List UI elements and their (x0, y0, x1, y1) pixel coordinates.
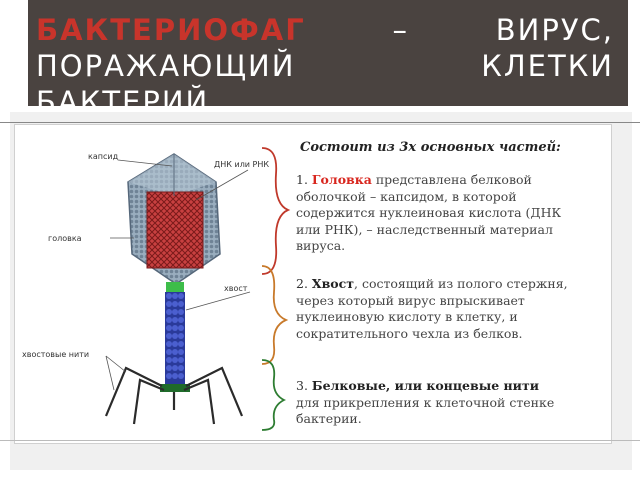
base-plate (160, 384, 190, 392)
capsid-head (128, 154, 220, 284)
part-2-number: 2. (296, 276, 308, 291)
brace-fibers (262, 360, 284, 430)
part-3-number: 3. (296, 378, 308, 393)
title-rest-line1: – ВИРУС, (306, 13, 614, 47)
label-capsid: капсид (88, 152, 118, 161)
part-2-term: Хвост (312, 276, 354, 291)
part-2-description: 2. Хвост, состоящий из полого стержня, ч… (296, 276, 588, 342)
dna-core (147, 192, 203, 268)
part-3-body: для прикрепления к клеточной стенке бакт… (296, 395, 554, 427)
part-1-description: 1. Головка представлена белковой оболочк… (296, 172, 588, 255)
slide-title: БАКТЕРИОФАГ – ВИРУС, ПОРАЖАЮЩИЙ КЛЕТКИ Б… (36, 12, 614, 106)
tail-collar (166, 282, 184, 292)
title-line2: ПОРАЖАЮЩИЙ КЛЕТКИ (36, 49, 614, 83)
label-tail-fibers: хвостовые нити (22, 350, 89, 359)
label-head: головка (48, 234, 82, 243)
label-dna-rna: ДНК или РНК (214, 160, 269, 169)
brace-tail (262, 266, 286, 364)
part-3-description: 3. Белковые, или концевые нити для прикр… (296, 378, 588, 428)
tail-sheath (165, 292, 185, 384)
title-line3: БАКТЕРИЙ. (36, 85, 220, 106)
divider-top (0, 122, 640, 123)
label-tail: хвост (224, 284, 247, 293)
title-band: БАКТЕРИОФАГ – ВИРУС, ПОРАЖАЮЩИЙ КЛЕТКИ Б… (28, 0, 628, 106)
part-1-number: 1. (296, 172, 308, 187)
part-3-term: Белковые, или концевые нити (312, 378, 539, 393)
part-1-term: Головка (312, 172, 372, 187)
parts-heading: Состоит из 3х основных частей: (300, 140, 561, 155)
title-highlight: БАКТЕРИОФАГ (36, 13, 306, 47)
